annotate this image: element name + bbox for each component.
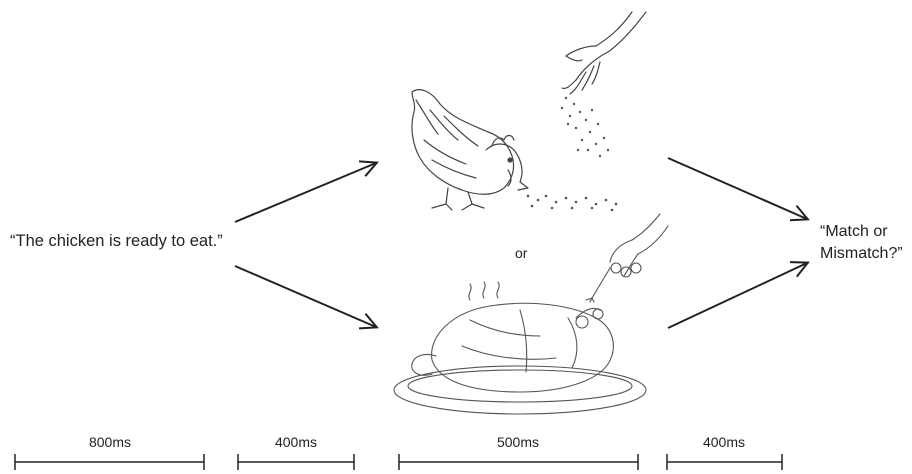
roast-chicken-icon — [394, 214, 668, 414]
grain-icon — [527, 97, 618, 212]
arrow-to-roast-chicken — [235, 266, 376, 327]
scattering-hand-icon — [562, 12, 646, 94]
timeline-label-2: 400ms — [275, 434, 317, 450]
timeline — [15, 454, 782, 470]
timeline-segment-2 — [238, 454, 354, 470]
arrow-to-live-chicken — [235, 163, 376, 222]
timeline-segment-3 — [399, 454, 638, 470]
timeline-label-1: 800ms — [89, 434, 131, 450]
fork-hand-icon — [586, 214, 668, 302]
arrow-from-live-chicken — [668, 158, 807, 219]
arrow-from-roast-chicken — [668, 263, 807, 328]
live-chicken-pecking-icon — [412, 12, 646, 210]
timeline-label-4: 400ms — [703, 434, 745, 450]
timeline-segment-1 — [15, 454, 204, 470]
timeline-segment-4 — [667, 454, 782, 470]
timeline-label-3: 500ms — [497, 434, 539, 450]
